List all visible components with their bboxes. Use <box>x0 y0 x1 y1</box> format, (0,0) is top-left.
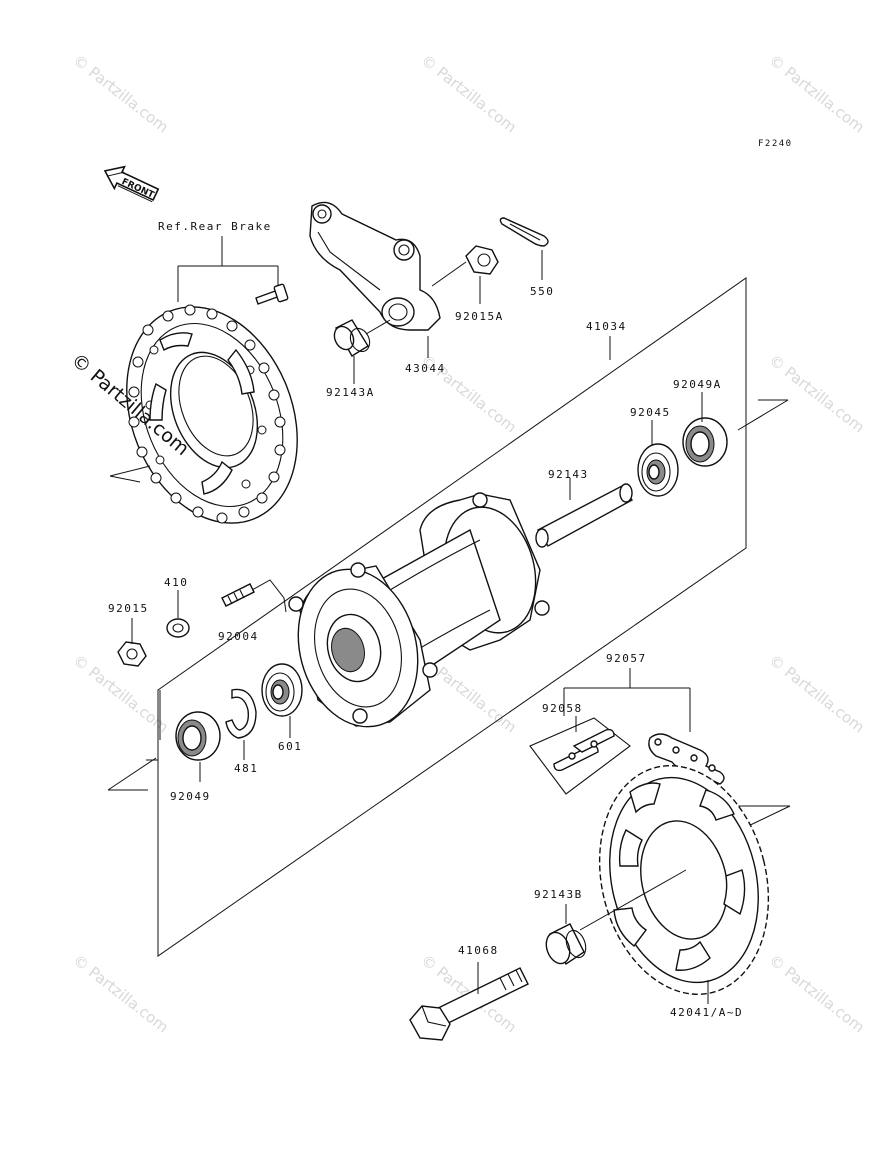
label-92004: 92004 <box>218 630 259 643</box>
bearing-601 <box>261 663 303 717</box>
rear-sprocket <box>598 765 770 995</box>
label-92045: 92045 <box>630 406 671 419</box>
cotter-pin <box>499 217 549 247</box>
bearing-92045 <box>637 443 679 497</box>
seal-92049A <box>682 417 728 467</box>
front-arrow-icon: FRONT <box>103 165 160 203</box>
label-550: 550 <box>530 285 554 298</box>
stud-92004 <box>221 583 255 607</box>
washer-410 <box>166 618 190 638</box>
label-41034: 41034 <box>586 320 627 333</box>
watermark: © Partzilla.com <box>766 651 868 736</box>
label-92015A: 92015A <box>455 310 504 323</box>
disc-bolt <box>255 283 289 305</box>
nut-92015 <box>117 641 147 667</box>
watermark: © Partzilla.com <box>418 51 520 136</box>
label-601: 601 <box>278 740 302 753</box>
label-92143: 92143 <box>548 468 589 481</box>
hub-assembly-outline <box>157 277 747 957</box>
spacer-tube-92143 <box>535 483 634 548</box>
label-410: 410 <box>164 576 188 589</box>
rear-axle <box>409 967 529 1041</box>
ref-rear-brake-label: Ref.Rear Brake <box>158 220 272 233</box>
watermark: © Partzilla.com <box>70 51 172 136</box>
part-labels: 550 92015A 43044 92143A 41034 92049A 920… <box>108 285 743 1019</box>
watermark: © Partzilla.com <box>766 951 868 1036</box>
label-92058: 92058 <box>542 702 583 715</box>
label-92015: 92015 <box>108 602 149 615</box>
watermark: © Partzilla.com <box>70 651 172 736</box>
collar-92143A <box>333 319 371 357</box>
watermark: © Partzilla.com <box>70 951 172 1036</box>
circlip-481 <box>225 688 257 739</box>
wheel-hub <box>288 492 550 728</box>
torque-link <box>309 201 441 331</box>
label-43044: 43044 <box>405 362 446 375</box>
drive-chain <box>648 733 725 785</box>
figure-code: F2240 <box>758 139 793 149</box>
watermark: © Partzilla.com <box>766 51 868 136</box>
brake-disc <box>126 304 298 524</box>
label-92049: 92049 <box>170 790 211 803</box>
label-92143A: 92143A <box>326 386 375 399</box>
nut-92015A <box>465 245 499 275</box>
label-92049A: 92049A <box>673 378 722 391</box>
label-42041: 42041/A~D <box>670 1006 743 1019</box>
label-92057: 92057 <box>606 652 647 665</box>
label-41068: 41068 <box>458 944 499 957</box>
watermark: © Partzilla.com <box>766 351 868 436</box>
seal-92049 <box>175 711 221 761</box>
collar-92143B <box>545 923 587 966</box>
master-link-box <box>529 717 631 795</box>
label-481: 481 <box>234 762 258 775</box>
label-92143B: 92143B <box>534 888 583 901</box>
